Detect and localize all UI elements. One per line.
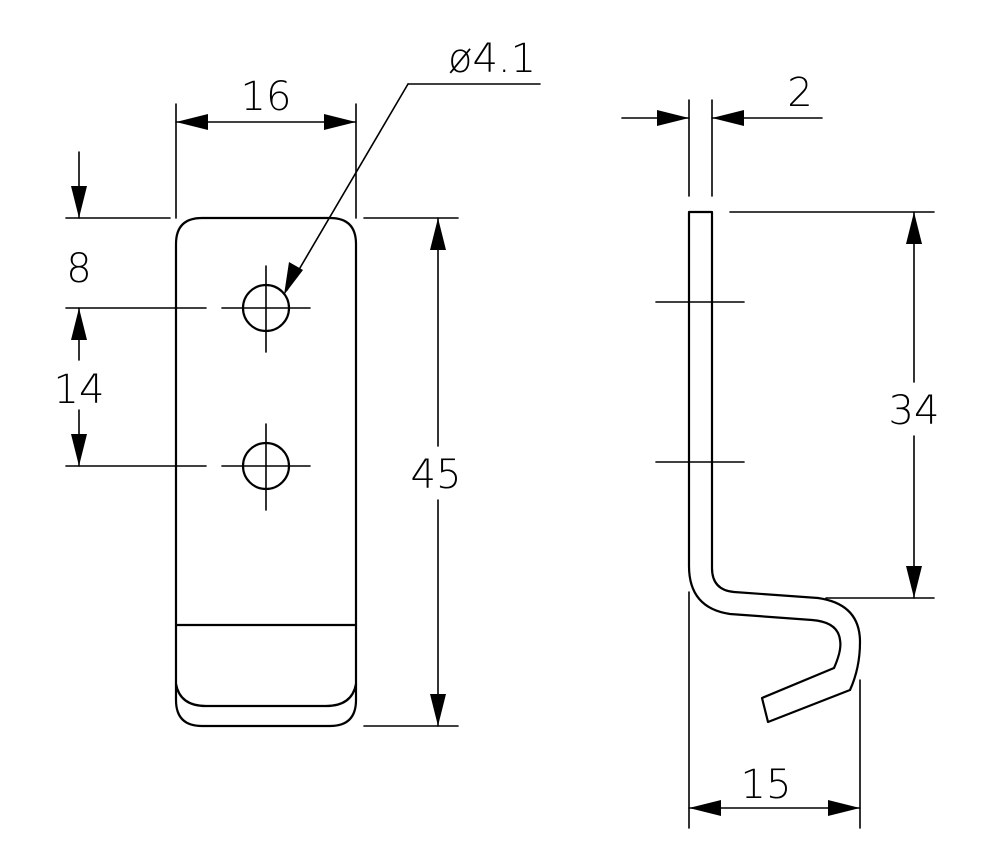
dimension-14: 14	[54, 307, 207, 467]
plate-outline	[174, 216, 358, 728]
dimension-34-label: 34	[889, 388, 940, 434]
dimension-15-label: 15	[741, 762, 792, 808]
side-view	[655, 210, 862, 724]
front-view	[174, 216, 358, 728]
dimension-8-label: 8	[66, 246, 91, 292]
dimension-45-label: 45	[411, 452, 462, 498]
dimension-hole-diameter: ø4.1	[284, 36, 541, 295]
dimension-2: 2	[621, 70, 823, 197]
dimension-15: 15	[688, 591, 861, 829]
dimension-14-label: 14	[54, 367, 105, 413]
side-profile	[687, 210, 862, 724]
hole-diameter-label: ø4.1	[448, 36, 536, 82]
dimension-8: 8	[65, 151, 207, 309]
dimension-34: 34	[729, 211, 940, 599]
dimension-45: 45	[363, 217, 462, 727]
fold-edge	[174, 682, 358, 708]
dimension-16: 16	[175, 74, 357, 219]
dimension-16-label: 16	[241, 74, 292, 120]
dimension-2-label: 2	[787, 70, 812, 116]
